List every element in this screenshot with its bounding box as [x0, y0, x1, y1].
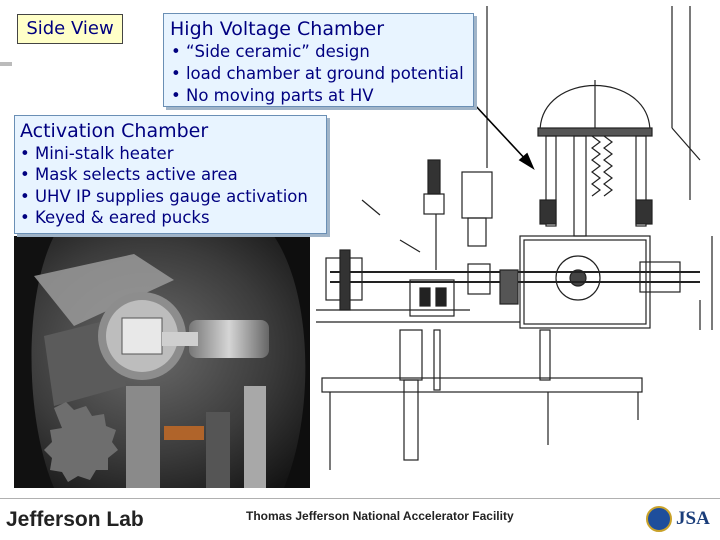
- activation-bullet: • Mask selects active area: [20, 165, 238, 184]
- high-voltage-chamber-box: High Voltage Chamber • “Side ceramic” de…: [163, 13, 474, 107]
- jsa-logo-text: JSA: [676, 508, 710, 529]
- high-voltage-bullet: • “Side ceramic” design: [171, 42, 370, 61]
- high-voltage-title: High Voltage Chamber: [170, 18, 385, 40]
- activation-bullet: • UHV IP supplies gauge activation: [20, 187, 308, 206]
- doe-seal-icon: [646, 506, 672, 532]
- activation-bullet: • Keyed & eared pucks: [20, 208, 210, 227]
- jsa-logo: JSA: [676, 508, 710, 530]
- jefferson-lab-logo: Jefferson Lab: [6, 508, 144, 532]
- activation-chamber-box: Activation Chamber • Mini-stalk heater •…: [14, 115, 327, 234]
- side-view-schematic: [0, 6, 713, 470]
- high-voltage-bullet: • No moving parts at HV: [171, 86, 374, 105]
- facility-name: Thomas Jefferson National Accelerator Fa…: [246, 509, 514, 523]
- side-view-label: Side View: [17, 14, 123, 44]
- activation-title: Activation Chamber: [20, 120, 209, 142]
- high-voltage-bullet: • load chamber at ground potential: [171, 64, 464, 83]
- jefferson-lab-logo-text: Jefferson Lab: [6, 508, 144, 531]
- activation-chamber-photo: [14, 236, 310, 488]
- activation-bullet: • Mini-stalk heater: [20, 144, 174, 163]
- side-view-text: Side View: [26, 18, 114, 39]
- footer-divider: [0, 498, 720, 499]
